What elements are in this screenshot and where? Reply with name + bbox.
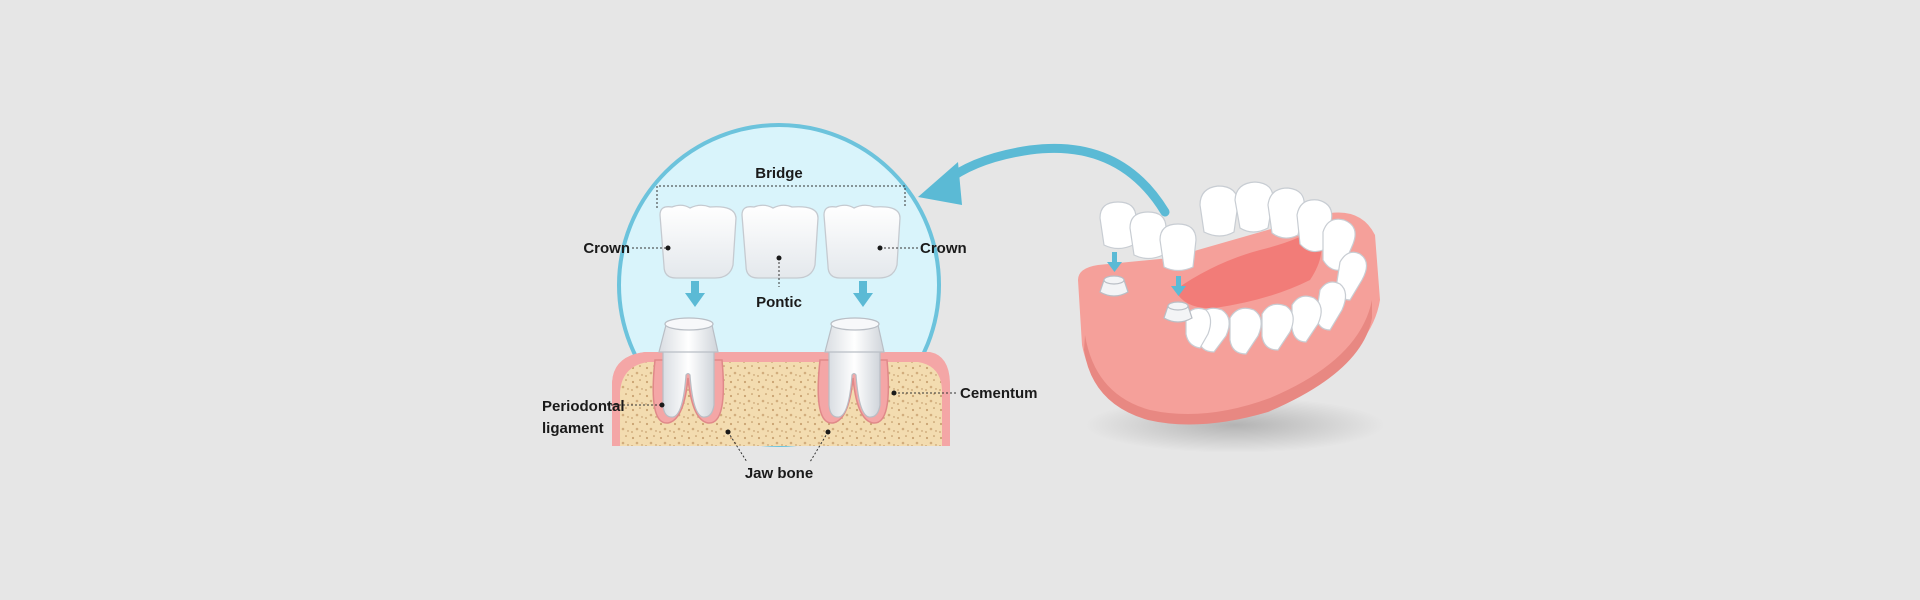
label-periodontal-ligament-line2: ligament xyxy=(542,420,604,437)
label-bridge: Bridge xyxy=(755,165,803,182)
crown-left-shape xyxy=(660,205,736,278)
label-crown-left: Crown xyxy=(583,240,630,257)
bridge-diagram: Bridge Crown Crown Pontic Periodontal li… xyxy=(542,125,1038,482)
jaw-model-illustration xyxy=(1078,182,1385,453)
label-crown-right: Crown xyxy=(920,240,967,257)
label-cementum: Cementum xyxy=(960,385,1038,402)
label-jaw-bone: Jaw bone xyxy=(745,465,813,482)
bridge-crowns xyxy=(660,205,900,278)
label-periodontal-ligament-line1: Periodontal xyxy=(542,398,625,415)
crown-right-shape xyxy=(824,205,900,278)
curved-arrow-icon xyxy=(918,148,1165,212)
pontic-shape xyxy=(742,205,818,278)
label-pontic: Pontic xyxy=(756,294,802,311)
